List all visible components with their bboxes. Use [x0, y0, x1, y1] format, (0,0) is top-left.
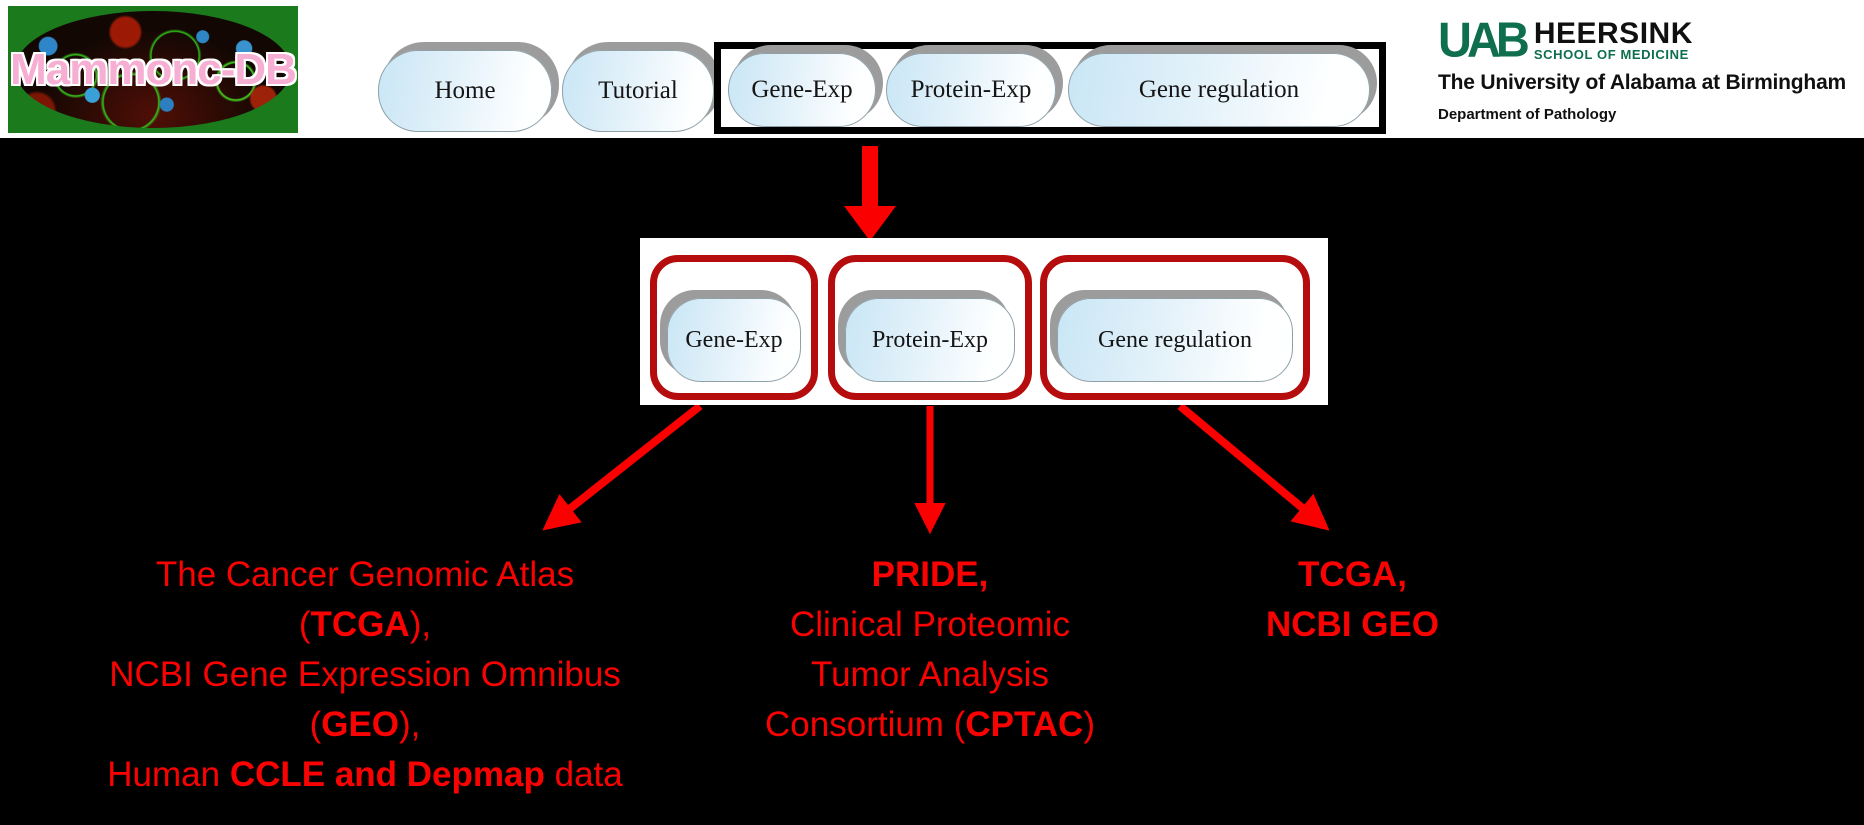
source-line: (TCGA), — [298, 605, 432, 644]
source-line: Tumor Analysis — [811, 655, 1049, 694]
logo-cell-image — [15, 11, 291, 128]
source-line: (GEO), — [309, 705, 421, 744]
uab-heersink-logo: UAB HEERSINK SCHOOL OF MEDICINE The Univ… — [1438, 11, 1862, 123]
nav-gene-exp-label: Gene-Exp — [751, 76, 853, 103]
site-logo[interactable]: Mammonc-DB — [8, 6, 298, 133]
panel-gene-regulation-label: Gene regulation — [1098, 326, 1252, 353]
panel-gene-regulation-button[interactable]: Gene regulation — [1057, 298, 1293, 382]
nav-gene-regulation-label: Gene regulation — [1138, 76, 1300, 103]
panel-gene-exp-label: Gene-Exp — [685, 326, 783, 353]
nav-gene-regulation-button[interactable]: Gene regulation — [1068, 53, 1370, 127]
gene-exp-highlight-box: Gene-Exp — [650, 255, 818, 400]
gene-regulation-arrow-icon — [1177, 402, 1330, 531]
nav-protein-exp-label: Protein-Exp — [910, 76, 1032, 103]
source-line: The Cancer Genomic Atlas — [155, 555, 575, 594]
panel-gene-exp-button[interactable]: Gene-Exp — [667, 298, 801, 382]
uab-university-name: The University of Alabama at Birmingham — [1438, 71, 1847, 94]
gene-exp-arrow-icon — [542, 402, 703, 531]
uab-monogram-icon: UAB — [1438, 11, 1530, 68]
uab-school-subtitle: SCHOOL OF MEDICINE — [1533, 47, 1689, 62]
source-line: Human CCLE and Depmap data — [107, 755, 623, 794]
site-title: Mammonc-DB — [10, 44, 297, 94]
gene-regulation-highlight-box: Gene regulation — [1040, 255, 1310, 400]
nav-protein-exp-button[interactable]: Protein-Exp — [886, 53, 1056, 127]
uab-department-name: Department of Pathology — [1438, 106, 1617, 123]
panel-protein-exp-label: Protein-Exp — [872, 326, 988, 353]
source-line: Consortium (CPTAC) — [765, 705, 1095, 744]
panel-protein-exp-button[interactable]: Protein-Exp — [845, 298, 1015, 382]
source-line: TCGA, — [1298, 555, 1407, 594]
header-bar: Mammonc-DB Home Tutorial Gene-Exp Protei… — [0, 0, 1864, 138]
diagram-panel: Gene-Exp Protein-Exp Gene regulation — [640, 238, 1328, 405]
gene-exp-sources-text: The Cancer Genomic Atlas (TCGA), NCBI Gene… — [80, 550, 650, 800]
nav-tutorial-button[interactable]: Tutorial — [562, 50, 714, 132]
nav-home-button[interactable]: Home — [378, 50, 552, 132]
nav-gene-exp-button[interactable]: Gene-Exp — [728, 53, 876, 127]
big-down-arrow-icon — [844, 146, 896, 241]
nav-home-label: Home — [434, 77, 496, 104]
source-line: PRIDE, — [871, 555, 989, 594]
uab-school-name: HEERSINK — [1533, 17, 1693, 50]
source-line: NCBI GEO — [1265, 605, 1440, 644]
highlight-box — [714, 42, 1386, 134]
source-line: NCBI Gene Expression Omnibus — [109, 655, 621, 694]
nav-tutorial-label: Tutorial — [598, 77, 678, 104]
protein-exp-highlight-box: Protein-Exp — [828, 255, 1032, 400]
gene-regulation-sources-text: TCGA, NCBI GEO — [1165, 550, 1540, 650]
source-line: Clinical Proteomic — [789, 605, 1071, 644]
